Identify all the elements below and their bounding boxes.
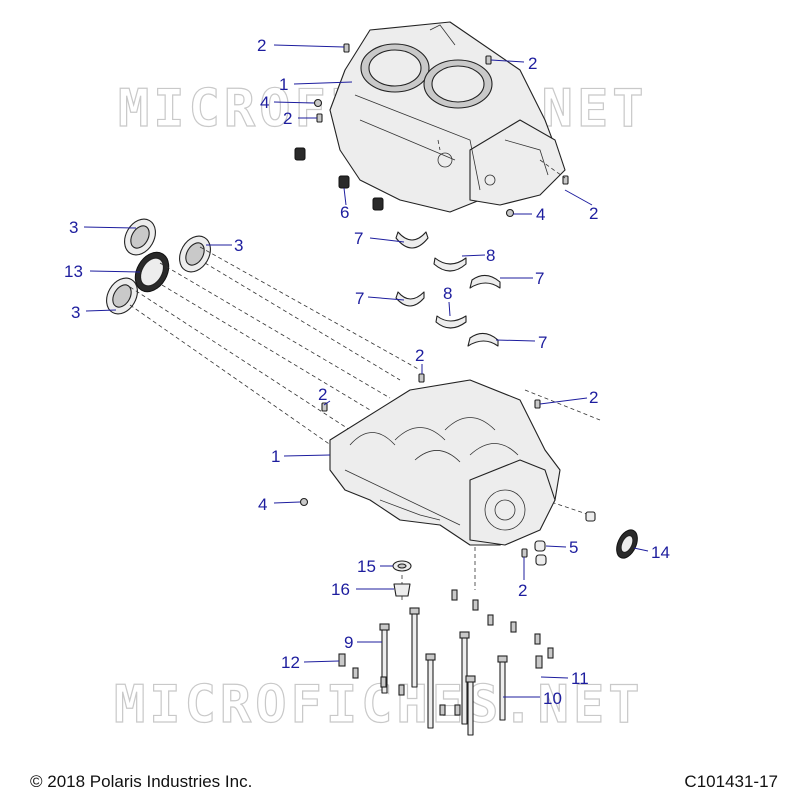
drawing-id: C101431-17 xyxy=(684,772,778,791)
callout-10: 10 xyxy=(543,689,562,708)
callout-3-c: 3 xyxy=(71,303,80,322)
callout-2-a: 2 xyxy=(257,36,266,55)
callout-16: 16 xyxy=(331,580,350,599)
callout-7-a: 7 xyxy=(354,229,363,248)
lower-hardware xyxy=(299,373,638,597)
bolt-set xyxy=(338,589,554,736)
callout-7-c: 7 xyxy=(355,289,364,308)
lower-crankcase xyxy=(329,379,561,546)
callout-4-a: 4 xyxy=(260,93,269,112)
callout-7-b: 7 xyxy=(535,269,544,288)
callout-3-a: 3 xyxy=(69,218,78,237)
callout-6: 6 xyxy=(340,203,349,222)
callout-12: 12 xyxy=(281,653,300,672)
callout-11: 11 xyxy=(571,669,589,688)
callout-1-a: 1 xyxy=(279,75,288,94)
alignment-lines xyxy=(129,139,601,600)
bearing-shells xyxy=(395,231,501,347)
callout-labels: 2 1 4 2 2 6 4 2 3 3 13 3 7 8 7 7 8 7 2 2… xyxy=(64,36,670,708)
callout-4-c: 4 xyxy=(258,495,267,514)
callout-2-g: 2 xyxy=(589,388,598,407)
callout-2-d: 2 xyxy=(589,204,598,223)
callout-2-e: 2 xyxy=(415,346,424,365)
callout-8-a: 8 xyxy=(486,246,495,265)
callout-3-b: 3 xyxy=(234,236,243,255)
watermark-bottom: MICROFICHES.NET xyxy=(114,675,644,735)
upper-hardware xyxy=(294,43,569,218)
callout-13: 13 xyxy=(64,262,83,281)
callout-8-b: 8 xyxy=(443,284,452,303)
callout-14: 14 xyxy=(651,543,670,562)
callout-5: 5 xyxy=(569,538,578,557)
upper-crankcase xyxy=(329,21,566,213)
callout-9: 9 xyxy=(344,633,353,652)
leader-lines xyxy=(83,44,649,698)
callout-2-b: 2 xyxy=(283,109,292,128)
callout-1-b: 1 xyxy=(271,447,280,466)
callout-2-f: 2 xyxy=(318,385,327,404)
callout-4-b: 4 xyxy=(536,205,545,224)
callout-2-c: 2 xyxy=(528,54,537,73)
callout-7-d: 7 xyxy=(538,333,547,352)
callout-15: 15 xyxy=(357,557,376,576)
callout-2-h: 2 xyxy=(518,581,527,600)
seal-group xyxy=(106,218,211,315)
copyright-notice: © 2018 Polaris Industries Inc. xyxy=(30,772,253,791)
